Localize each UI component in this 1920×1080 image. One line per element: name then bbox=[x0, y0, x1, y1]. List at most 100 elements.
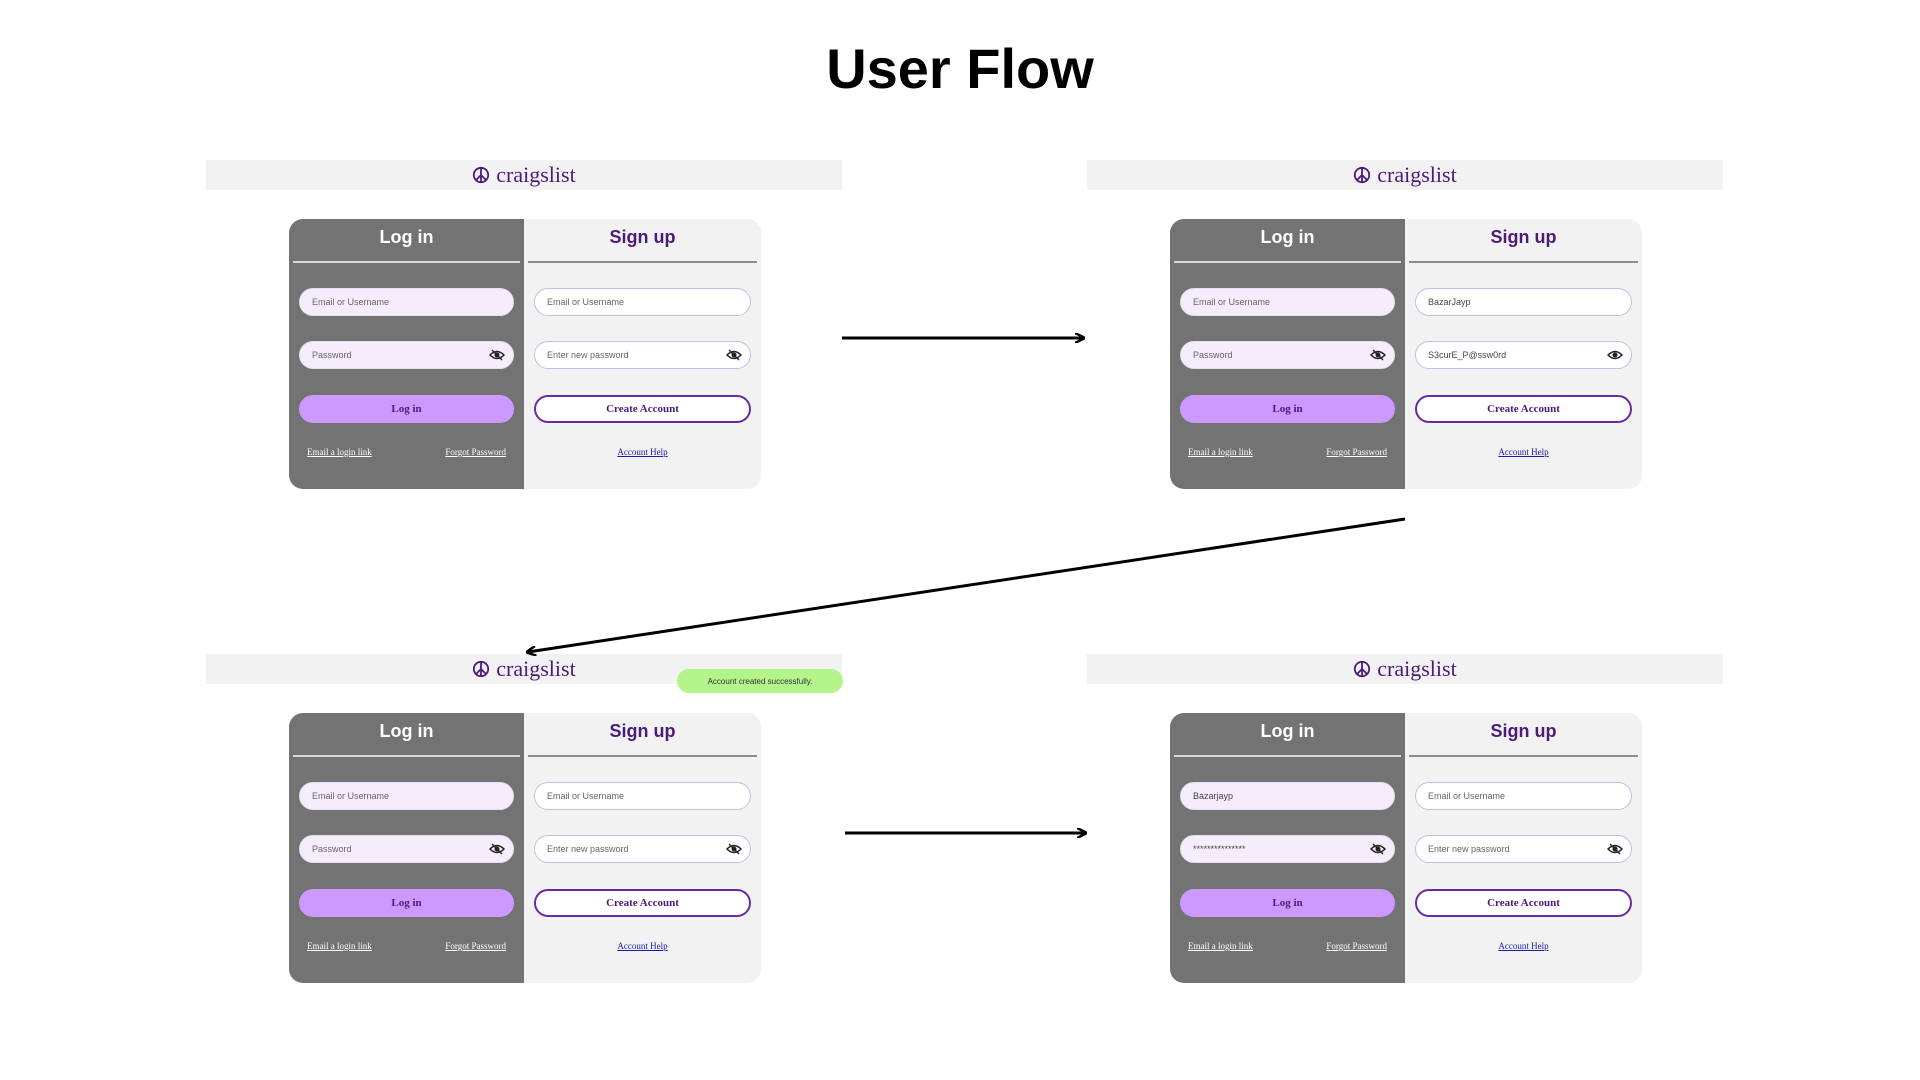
signup-title: Sign up bbox=[1490, 721, 1557, 741]
account-help-link[interactable]: Account Help bbox=[617, 941, 668, 951]
login-title: Log in bbox=[379, 721, 434, 741]
signup-username-field[interactable]: Email or Username bbox=[534, 782, 751, 810]
eye-icon[interactable] bbox=[726, 348, 742, 362]
peace-icon bbox=[473, 660, 490, 678]
login-button[interactable]: Log in bbox=[1180, 395, 1395, 423]
login-divider bbox=[1174, 755, 1401, 757]
signup-password-text: Enter new password bbox=[1428, 844, 1510, 854]
create-account-button[interactable]: Create Account bbox=[1415, 889, 1632, 917]
signup-divider bbox=[1409, 755, 1638, 757]
email-login-link[interactable]: Email a login link bbox=[307, 941, 372, 951]
eye-icon[interactable] bbox=[1370, 348, 1386, 362]
craigslist-header: craigslist bbox=[1087, 160, 1723, 190]
login-password-text: Password bbox=[1193, 350, 1233, 360]
success-toast: Account created successfully. bbox=[677, 669, 843, 693]
auth-card: Log in Email or Username Password Log in… bbox=[289, 713, 761, 983]
login-password-field[interactable]: Password bbox=[299, 835, 514, 863]
logo-text: craigslist bbox=[1377, 656, 1457, 681]
eye-icon[interactable] bbox=[489, 348, 505, 362]
signup-column: Sign up Email or Username Enter new pass… bbox=[524, 219, 761, 489]
login-password-field[interactable]: *************** bbox=[1180, 835, 1395, 863]
email-login-link[interactable]: Email a login link bbox=[1188, 941, 1253, 951]
peace-icon bbox=[1354, 660, 1371, 678]
flow-step-3: craigslist Log in Email or Username Pass… bbox=[206, 654, 842, 994]
signup-divider bbox=[1409, 261, 1638, 263]
peace-icon bbox=[473, 166, 490, 184]
account-help-link[interactable]: Account Help bbox=[617, 447, 668, 457]
eye-icon[interactable] bbox=[489, 842, 505, 856]
login-username-field[interactable]: Bazarjayp bbox=[1180, 782, 1395, 810]
login-divider bbox=[293, 755, 520, 757]
login-title: Log in bbox=[1260, 721, 1315, 741]
eye-icon[interactable] bbox=[1607, 348, 1623, 362]
login-password-text: *************** bbox=[1193, 844, 1246, 854]
auth-card: Log in Bazarjayp *************** Log in … bbox=[1170, 713, 1642, 983]
signup-title: Sign up bbox=[1490, 227, 1557, 247]
arrow-step2-to-step3 bbox=[528, 517, 1406, 652]
login-divider bbox=[1174, 261, 1401, 263]
logo-text: craigslist bbox=[496, 162, 576, 187]
craigslist-logo[interactable]: craigslist bbox=[472, 162, 576, 188]
craigslist-header: craigslist bbox=[1087, 654, 1723, 684]
login-password-field[interactable]: Password bbox=[1180, 341, 1395, 369]
signup-column: Sign up BazarJayp S3curE_P@ssw0rd Create… bbox=[1405, 219, 1642, 489]
signup-title: Sign up bbox=[609, 721, 676, 741]
signup-password-field[interactable]: S3curE_P@ssw0rd bbox=[1415, 341, 1632, 369]
login-column: Log in Email or Username Password Log in… bbox=[1170, 219, 1405, 489]
signup-username-field[interactable]: BazarJayp bbox=[1415, 288, 1632, 316]
login-password-text: Password bbox=[312, 350, 352, 360]
signup-password-text: Enter new password bbox=[547, 350, 629, 360]
login-title: Log in bbox=[1260, 227, 1315, 247]
auth-card: Log in Email or Username Password Log in… bbox=[289, 219, 761, 489]
signup-username-field[interactable]: Email or Username bbox=[534, 288, 751, 316]
signup-divider bbox=[528, 755, 757, 757]
logo-text: craigslist bbox=[496, 656, 576, 681]
craigslist-logo[interactable]: craigslist bbox=[1353, 162, 1457, 188]
create-account-button[interactable]: Create Account bbox=[534, 395, 751, 423]
forgot-password-link[interactable]: Forgot Password bbox=[1326, 447, 1387, 457]
signup-divider bbox=[528, 261, 757, 263]
login-column: Log in Email or Username Password Log in… bbox=[289, 219, 524, 489]
signup-password-text: S3curE_P@ssw0rd bbox=[1428, 350, 1507, 360]
signup-password-field[interactable]: Enter new password bbox=[534, 341, 751, 369]
flow-step-4: craigslist Log in Bazarjayp ************… bbox=[1087, 654, 1723, 994]
account-help-link[interactable]: Account Help bbox=[1498, 941, 1549, 951]
flow-step-1: craigslist Log in Email or Username Pass… bbox=[206, 160, 842, 500]
login-username-field[interactable]: Email or Username bbox=[1180, 288, 1395, 316]
signup-column: Sign up Email or Username Enter new pass… bbox=[1405, 713, 1642, 983]
login-username-field[interactable]: Email or Username bbox=[299, 288, 514, 316]
signup-username-field[interactable]: Email or Username bbox=[1415, 782, 1632, 810]
login-column: Log in Bazarjayp *************** Log in … bbox=[1170, 713, 1405, 983]
forgot-password-link[interactable]: Forgot Password bbox=[445, 447, 506, 457]
login-button[interactable]: Log in bbox=[1180, 889, 1395, 917]
forgot-password-link[interactable]: Forgot Password bbox=[1326, 941, 1387, 951]
signup-password-text: Enter new password bbox=[547, 844, 629, 854]
login-button[interactable]: Log in bbox=[299, 395, 514, 423]
forgot-password-link[interactable]: Forgot Password bbox=[445, 941, 506, 951]
eye-icon[interactable] bbox=[726, 842, 742, 856]
auth-card: Log in Email or Username Password Log in… bbox=[1170, 219, 1642, 489]
page-title: User Flow bbox=[826, 37, 1094, 100]
email-login-link[interactable]: Email a login link bbox=[307, 447, 372, 457]
logo-text: craigslist bbox=[1377, 162, 1457, 187]
login-password-field[interactable]: Password bbox=[299, 341, 514, 369]
craigslist-header: craigslist bbox=[206, 160, 842, 190]
login-username-field[interactable]: Email or Username bbox=[299, 782, 514, 810]
email-login-link[interactable]: Email a login link bbox=[1188, 447, 1253, 457]
login-divider bbox=[293, 261, 520, 263]
create-account-button[interactable]: Create Account bbox=[1415, 395, 1632, 423]
account-help-link[interactable]: Account Help bbox=[1498, 447, 1549, 457]
login-button[interactable]: Log in bbox=[299, 889, 514, 917]
eye-icon[interactable] bbox=[1607, 842, 1623, 856]
craigslist-logo[interactable]: craigslist bbox=[1353, 656, 1457, 682]
signup-password-field[interactable]: Enter new password bbox=[534, 835, 751, 863]
create-account-button[interactable]: Create Account bbox=[534, 889, 751, 917]
signup-password-field[interactable]: Enter new password bbox=[1415, 835, 1632, 863]
flow-step-2: craigslist Log in Email or Username Pass… bbox=[1087, 160, 1723, 500]
peace-icon bbox=[1354, 166, 1371, 184]
login-title: Log in bbox=[379, 227, 434, 247]
eye-icon[interactable] bbox=[1370, 842, 1386, 856]
craigslist-logo[interactable]: craigslist bbox=[472, 656, 576, 682]
signup-title: Sign up bbox=[609, 227, 676, 247]
